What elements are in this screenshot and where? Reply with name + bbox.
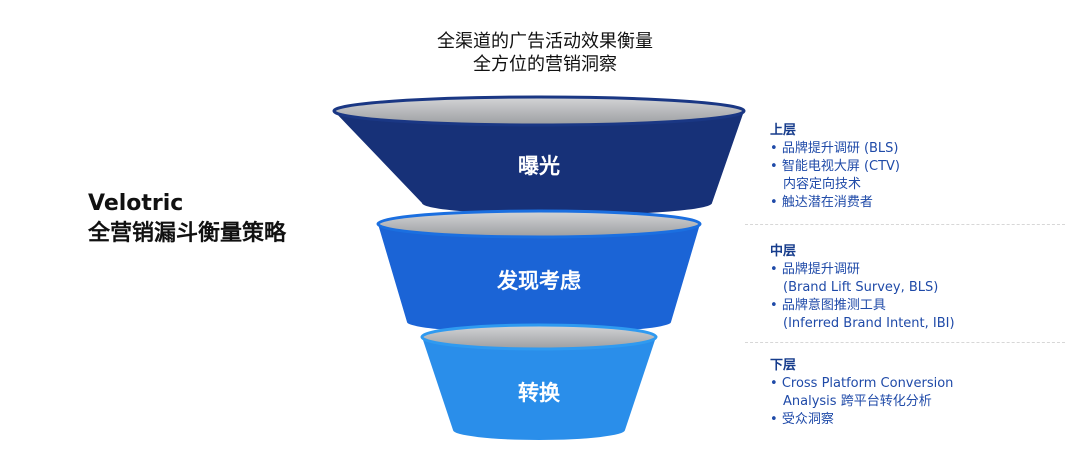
stage-2-rim [376, 209, 702, 239]
stage-1-label: 曝光 [518, 154, 560, 178]
panel-lower-title: 下层 [770, 358, 797, 373]
brand-block: Velotric 全营销漏斗衡量策略 [88, 189, 286, 249]
stage-1-rim [332, 95, 746, 127]
list-item: 品牌意图推测工具(Inferred Brand Intent, IBI) [770, 297, 1070, 333]
stage-3-rim [420, 323, 658, 351]
header-line-1: 全渠道的广告活动效果衡量 [437, 31, 653, 52]
stage-3-label: 转换 [518, 381, 561, 405]
panel-middle: 中层 品牌提升调研(Brand Lift Survey, BLS) 品牌意图推测… [770, 243, 1070, 333]
brand-name: Velotric [88, 191, 184, 216]
stage-3-body [422, 337, 656, 440]
brand-subtitle: 全营销漏斗衡量策略 [88, 221, 287, 246]
funnel-stage-conversion: 转换 [420, 323, 658, 440]
divider-2 [745, 342, 1065, 343]
stage-2-body [378, 224, 700, 333]
funnel-stage-exposure: 曝光 [332, 95, 746, 215]
header-line-2: 全方位的营销洞察 [473, 54, 617, 75]
funnel-header: 全渠道的广告活动效果衡量 全方位的营销洞察 [340, 30, 750, 76]
panel-upper-title: 上层 [770, 123, 797, 138]
panel-middle-list: 品牌提升调研(Brand Lift Survey, BLS) 品牌意图推测工具(… [770, 261, 1070, 333]
funnel-stage-consideration: 发现考虑 [376, 209, 702, 333]
divider-1 [745, 224, 1065, 225]
list-item: 受众洞察 [770, 411, 1070, 429]
panel-upper-list: 品牌提升调研 (BLS) 智能电视大屏 (CTV)内容定向技术 触达潜在消费者 [770, 140, 1070, 212]
list-item: 品牌提升调研(Brand Lift Survey, BLS) [770, 261, 1070, 297]
list-item: 智能电视大屏 (CTV)内容定向技术 [770, 158, 1070, 194]
panel-middle-title: 中层 [770, 244, 797, 259]
stage-1-body [334, 111, 744, 215]
list-item: 品牌提升调研 (BLS) [770, 140, 1070, 158]
panel-upper: 上层 品牌提升调研 (BLS) 智能电视大屏 (CTV)内容定向技术 触达潜在消… [770, 122, 1070, 212]
list-item: 触达潜在消费者 [770, 194, 1070, 212]
stage-2-label: 发现考虑 [496, 269, 581, 293]
